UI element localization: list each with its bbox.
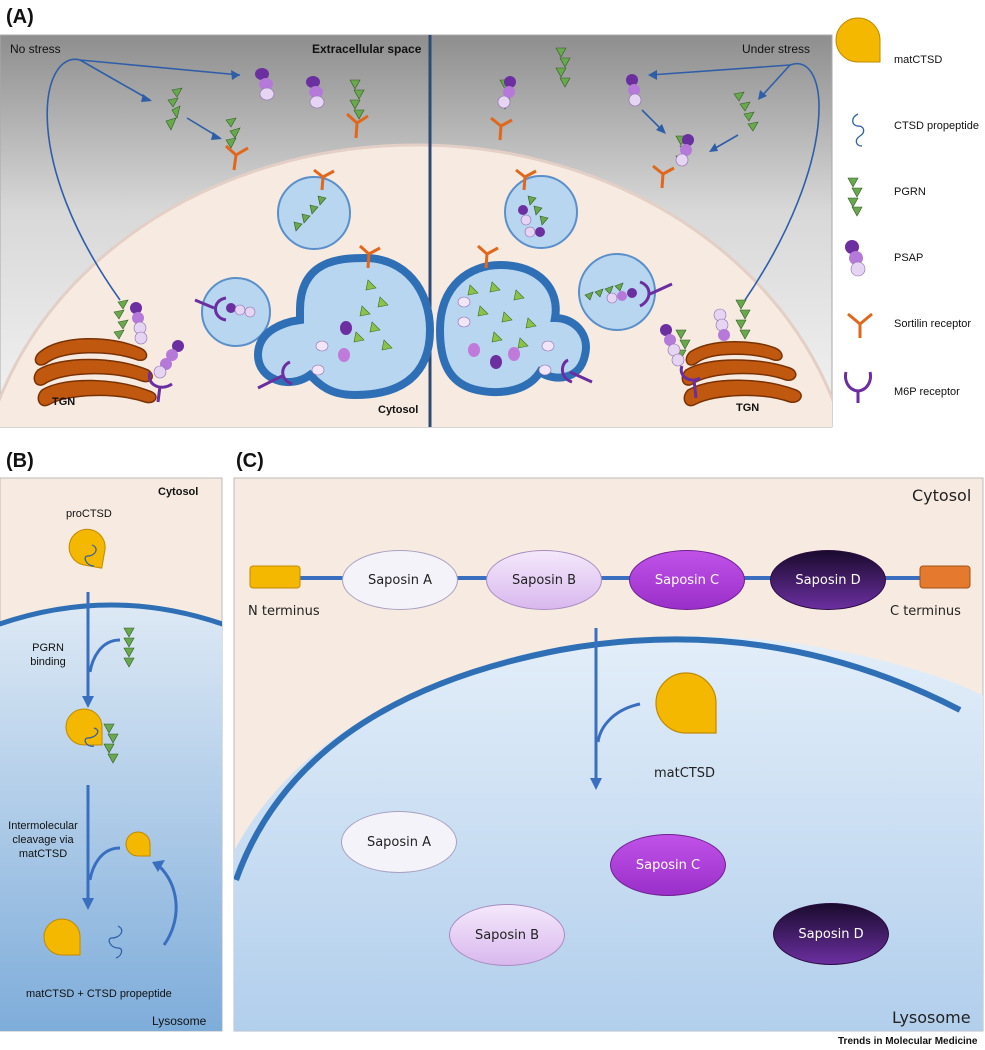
pgrn-icon [847,177,863,217]
pgrn-binding-label-line2: binding [30,656,66,668]
cleavage-label-line2: cleavage via [12,834,74,846]
tgn-golgi [681,341,802,407]
cytosol-label-c: Cytosol [912,486,972,505]
panel-a-label: (A) [6,6,34,28]
legend-label-psap: PSAP [894,252,924,264]
matctsd-icon [835,17,881,63]
endosome [578,253,656,331]
chain-saposin-b: Saposin B [486,550,602,610]
proctsd-label: proCTSD [66,508,112,520]
legend-label-m6p-receptor: M6P receptor [894,386,960,398]
under-stress-label: Under stress [742,42,811,56]
chain-saposin-c: Saposin C [629,550,745,610]
panel-a [0,34,833,428]
cleaved-saposin-c: Saposin C [610,834,726,896]
legend-label-pgrn: PGRN [894,186,926,198]
lysosome [435,260,590,397]
legend-label-ctsd-propeptide: CTSD propeptide [894,120,979,132]
cytosol-label-b: Cytosol [158,486,199,498]
psap-chain [255,68,275,101]
sortilin-receptor-icon [847,312,873,338]
lysosome-label-b: Lysosome [152,1014,207,1028]
cytosol-label-a: Cytosol [378,404,419,416]
psap-icon [845,240,866,277]
ctsd-propeptide-icon [852,113,865,147]
tgn-label-left: TGN [52,396,76,408]
panel-b-label: (B) [6,450,34,472]
legend-label-sortilin-receptor: Sortilin receptor [894,318,972,330]
tgn-label-right: TGN [736,402,760,414]
panel-c-label: (C) [236,450,264,472]
n-terminus-label: N terminus [248,604,320,619]
sortilin-receptor [224,144,249,171]
pgrn-binding-label-line1: PGRN [32,642,64,654]
panel-b [0,477,223,1032]
cleaved-saposin-a: Saposin A [341,811,457,873]
no-stress-label: No stress [10,42,61,56]
matctsd-label-c: matCTSD [654,766,716,781]
chain-saposin-d: Saposin D [770,550,886,610]
psap-chain [306,76,325,109]
cleaved-saposin-b: Saposin B [449,904,565,966]
legend [835,17,881,403]
cleaved-saposin-d: Saposin D [773,903,889,965]
pgrn-chain [225,117,241,149]
legend-label-matctsd: matCTSD [894,54,943,66]
m6p-receptor-icon [844,371,872,403]
tgn-golgi [33,337,157,407]
pgrn-chain [349,79,365,120]
c-terminus-label: C terminus [890,604,961,619]
cleavage-label-line1: Intermolecular [8,820,78,832]
pgrn-chain [165,87,183,131]
extracellular-space-label: Extracellular space [312,42,422,56]
cleavage-label-line3: matCTSD [18,848,68,860]
endosome [277,176,351,250]
lysosome-label-c: Lysosome [892,1008,971,1027]
sortilin-receptor [345,112,369,139]
chain-saposin-a: Saposin A [342,550,458,610]
endosome [504,175,578,249]
result-label: matCTSD + CTSD propeptide [26,988,172,1000]
journal-footer: Trends in Molecular Medicine [838,1036,978,1047]
secretion-arrow-left [46,58,241,301]
